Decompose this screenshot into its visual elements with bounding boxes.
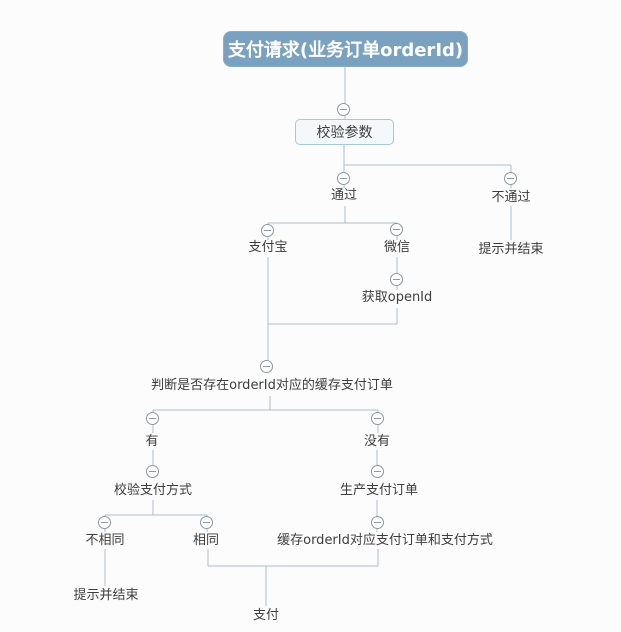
minus-circle-icon[interactable] <box>337 172 350 185</box>
node-validate-params[interactable]: 校验参数 <box>295 119 394 145</box>
node-has-not[interactable]: 没有 <box>363 434 391 449</box>
node-get-openid[interactable]: 获取openId <box>361 290 433 305</box>
node-verify-pay-method[interactable]: 校验支付方式 <box>113 483 193 498</box>
node-has[interactable]: 有 <box>145 434 159 449</box>
minus-circle-icon[interactable] <box>98 516 111 529</box>
minus-circle-icon[interactable] <box>146 465 159 478</box>
minus-circle-icon[interactable] <box>390 223 403 236</box>
node-alipay[interactable]: 支付宝 <box>248 240 288 255</box>
node-root[interactable]: 支付请求(业务订单orderId) <box>223 31 468 67</box>
node-same[interactable]: 相同 <box>192 533 220 548</box>
minus-circle-icon[interactable] <box>371 412 384 425</box>
connector-path <box>104 67 512 606</box>
minus-circle-icon[interactable] <box>146 412 159 425</box>
minus-circle-icon[interactable] <box>337 103 350 116</box>
node-check-cached-order[interactable]: 判断是否存在orderId对应的缓存支付订单 <box>151 378 393 393</box>
node-cache-order[interactable]: 缓存orderId对应支付订单和支付方式 <box>277 533 493 548</box>
minus-circle-icon[interactable] <box>390 273 403 286</box>
minus-circle-icon[interactable] <box>200 516 213 529</box>
node-pass[interactable]: 通过 <box>330 188 358 203</box>
node-not-same-end[interactable]: 提示并结束 <box>73 588 139 603</box>
minus-circle-icon[interactable] <box>371 516 384 529</box>
minus-circle-icon[interactable] <box>371 465 384 478</box>
minus-circle-icon[interactable] <box>260 360 273 373</box>
node-fail[interactable]: 不通过 <box>491 190 531 205</box>
node-fail-end[interactable]: 提示并结束 <box>478 242 544 257</box>
node-create-pay-order[interactable]: 生产支付订单 <box>339 483 419 498</box>
minus-circle-icon[interactable] <box>504 172 517 185</box>
node-wechat[interactable]: 微信 <box>383 240 411 255</box>
node-pay[interactable]: 支付 <box>252 608 280 623</box>
node-not-same[interactable]: 不相同 <box>85 533 125 548</box>
minus-circle-icon[interactable] <box>261 224 274 237</box>
